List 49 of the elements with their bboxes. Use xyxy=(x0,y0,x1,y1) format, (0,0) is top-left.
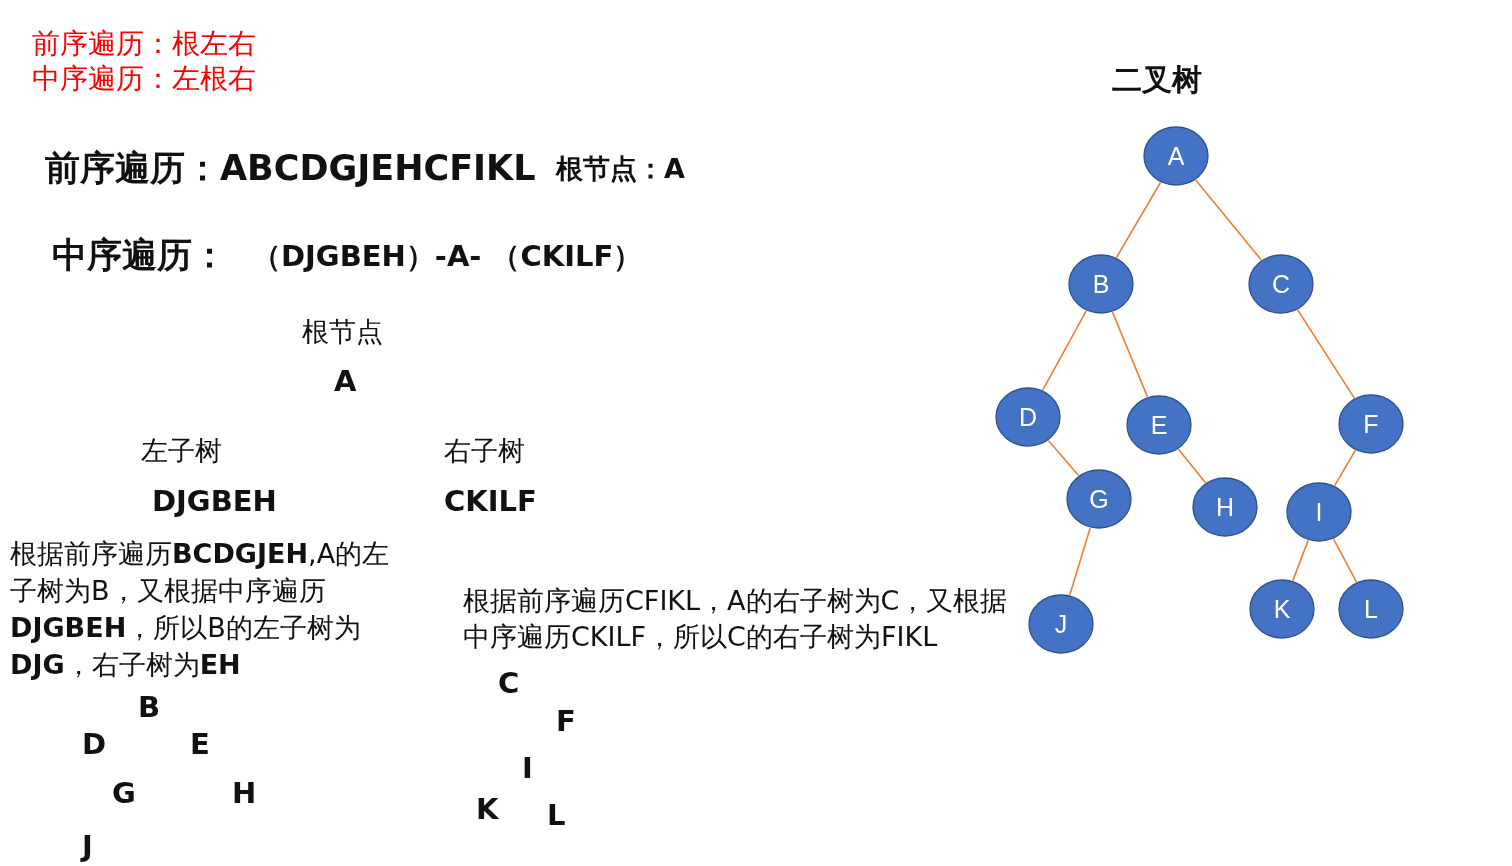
node-letter: D xyxy=(1018,402,1038,432)
text-label: L xyxy=(547,798,566,833)
tree-edge xyxy=(1194,179,1263,261)
text-label: 左子树 xyxy=(141,435,222,468)
node-letter: F xyxy=(1363,409,1379,439)
tree-edge xyxy=(1296,309,1356,399)
tree-edge xyxy=(1041,310,1088,391)
text-label: E xyxy=(190,727,210,762)
text-label: 根节点：A xyxy=(556,153,685,186)
text-label: 前序遍历：ABCDGJEHCFIKL xyxy=(45,147,536,189)
explanation-text: 根据前序遍历CFIKL，A的右子树为C，又根据中序遍历CKILF，所以C的右子树为FIKL xyxy=(463,584,1009,654)
text-label: J xyxy=(82,829,93,864)
text-label: F xyxy=(556,704,576,739)
text-label: 中序遍历：左根右 xyxy=(32,62,256,96)
tree-edge xyxy=(1069,527,1091,596)
node-letter: K xyxy=(1273,594,1291,624)
text-label: B xyxy=(138,690,161,725)
tree-edge xyxy=(1332,538,1358,583)
text-label: A xyxy=(334,364,357,399)
text-label: C xyxy=(498,666,520,701)
tree-edge xyxy=(1292,539,1309,582)
text-label: K xyxy=(476,792,499,827)
tree-edge xyxy=(1115,181,1162,259)
text-label: DJGBEH xyxy=(152,484,277,519)
node-letter: L xyxy=(1364,594,1378,624)
node-letter: I xyxy=(1315,497,1323,527)
node-letter: A xyxy=(1167,141,1185,171)
text-label: 中序遍历： xyxy=(52,234,227,276)
tree-edge xyxy=(1047,439,1080,477)
text-label: H xyxy=(232,776,257,811)
text-label: （DJGBEH）-A- （CKILF） xyxy=(252,239,643,274)
text-label: 前序遍历：根左右 xyxy=(32,27,256,61)
text-label: 根节点 xyxy=(302,316,383,349)
node-letter: G xyxy=(1089,484,1109,514)
text-label: CKILF xyxy=(444,484,537,519)
text-label: 右子树 xyxy=(444,435,525,468)
tree-edge xyxy=(1111,311,1149,398)
node-letter: H xyxy=(1215,492,1235,522)
node-letter: B xyxy=(1092,269,1110,299)
text-label: G xyxy=(112,776,136,811)
text-label: D xyxy=(82,727,107,762)
node-letter: C xyxy=(1271,269,1291,299)
tree-edge xyxy=(1177,448,1207,484)
text-label: I xyxy=(522,751,533,786)
diagram-title: 二叉树 xyxy=(1112,61,1202,99)
tree-edge xyxy=(1333,449,1357,487)
node-letter: E xyxy=(1150,410,1168,440)
node-letter: J xyxy=(1054,609,1068,639)
explanation-text: 根据前序遍历BCDGJEH,A的左子树为B，又根据中序遍历DJGBEH，所以B的左子树为DJG，右子树为EH xyxy=(10,537,391,682)
